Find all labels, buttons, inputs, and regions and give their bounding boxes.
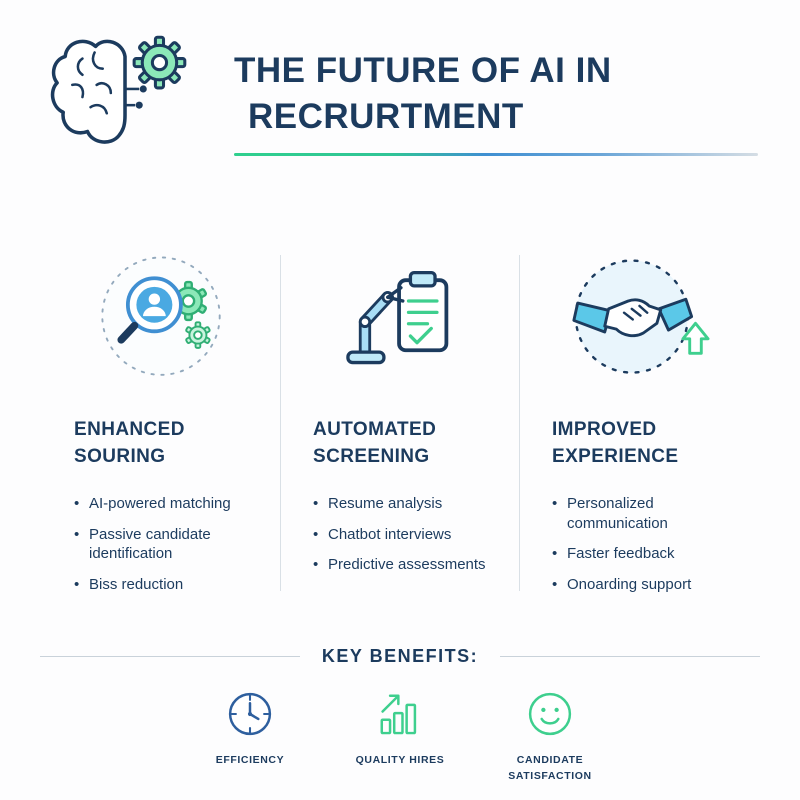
left-rule	[40, 656, 300, 657]
benefits-heading: KEY BENEFITS:	[321, 646, 479, 666]
column-title: ENHANCED SOURING	[60, 417, 262, 470]
benefit-quality-hires: QUALITY HIRES	[339, 685, 461, 769]
benefit-items: EFFICIENCY QUALITY HIRES	[40, 685, 760, 785]
column-title-line1: ENHANCED	[74, 419, 185, 440]
column-divider	[519, 255, 520, 591]
smiley-icon	[521, 685, 579, 748]
benefit-label: CANDIDATE SATISFACTION	[508, 754, 592, 782]
column-title-line1: IMPROVED	[552, 419, 657, 440]
benefit-label: QUALITY HIRES	[355, 754, 445, 766]
page-title-line2: RECRURTMENT	[248, 96, 524, 136]
bullet-item: AI-powered matching	[74, 494, 262, 514]
bullet-item: Predictive assessments	[313, 555, 501, 575]
bullet-list: Personalized communication Faster feedba…	[538, 494, 740, 594]
title-underline	[234, 153, 758, 156]
bullet-item: Passive candidate identification	[74, 525, 262, 564]
column-divider	[280, 255, 281, 591]
page-title: THE FUTURE OF AI IN RECRURTMENT	[234, 48, 758, 139]
column-title-line2: EXPERIENCE	[552, 445, 679, 467]
bullet-item: Chatbot interviews	[313, 525, 501, 545]
column-title-line1: AUTOMATED	[313, 419, 437, 440]
feature-columns: ENHANCED SOURING AI-powered matching Pas…	[42, 243, 758, 605]
bullet-list: Resume analysis Chatbot interviews Predi…	[299, 494, 501, 575]
brain-gear-icon	[48, 26, 200, 160]
bullet-item: Resume analysis	[313, 494, 501, 514]
benefits-heading-row: KEY BENEFITS:	[40, 646, 760, 667]
page-title-line1: THE FUTURE OF AI IN	[234, 51, 612, 90]
column-title-line2: SCREENING	[313, 445, 430, 467]
benefit-efficiency: EFFICIENCY	[189, 685, 311, 769]
column-title-line2: SOURING	[74, 445, 166, 467]
column-title: IMPROVED EXPERIENCE	[538, 417, 740, 470]
robot-arm-checklist-icon	[299, 243, 501, 395]
key-benefits-section: KEY BENEFITS:	[40, 646, 760, 785]
column-enhanced-sourcing: ENHANCED SOURING AI-powered matching Pas…	[42, 243, 280, 605]
title-block: THE FUTURE OF AI IN RECRURTMENT	[234, 26, 758, 156]
right-rule	[500, 656, 760, 657]
column-improved-experience: IMPROVED EXPERIENCE Personalized communi…	[520, 243, 758, 605]
bullet-item: Personalized communication	[552, 494, 740, 533]
bullet-list: AI-powered matching Passive candidate id…	[60, 494, 262, 594]
header: THE FUTURE OF AI IN RECRURTMENT	[48, 26, 758, 160]
column-title: AUTOMATED SCREENING	[299, 417, 501, 470]
benefit-candidate-satisfaction: CANDIDATE SATISFACTION	[489, 685, 611, 785]
column-automated-screening: AUTOMATED SCREENING Resume analysis Chat…	[281, 243, 519, 605]
bullet-item: Onoarding support	[552, 575, 740, 595]
magnifier-candidate-gear-icon	[60, 243, 262, 395]
benefit-label: EFFICIENCY	[215, 754, 285, 766]
bullet-item: Biss reduction	[74, 575, 262, 595]
bullet-item: Faster feedback	[552, 544, 740, 564]
clock-icon	[221, 685, 279, 748]
growth-chart-icon	[371, 685, 429, 748]
handshake-growth-icon	[538, 243, 740, 395]
